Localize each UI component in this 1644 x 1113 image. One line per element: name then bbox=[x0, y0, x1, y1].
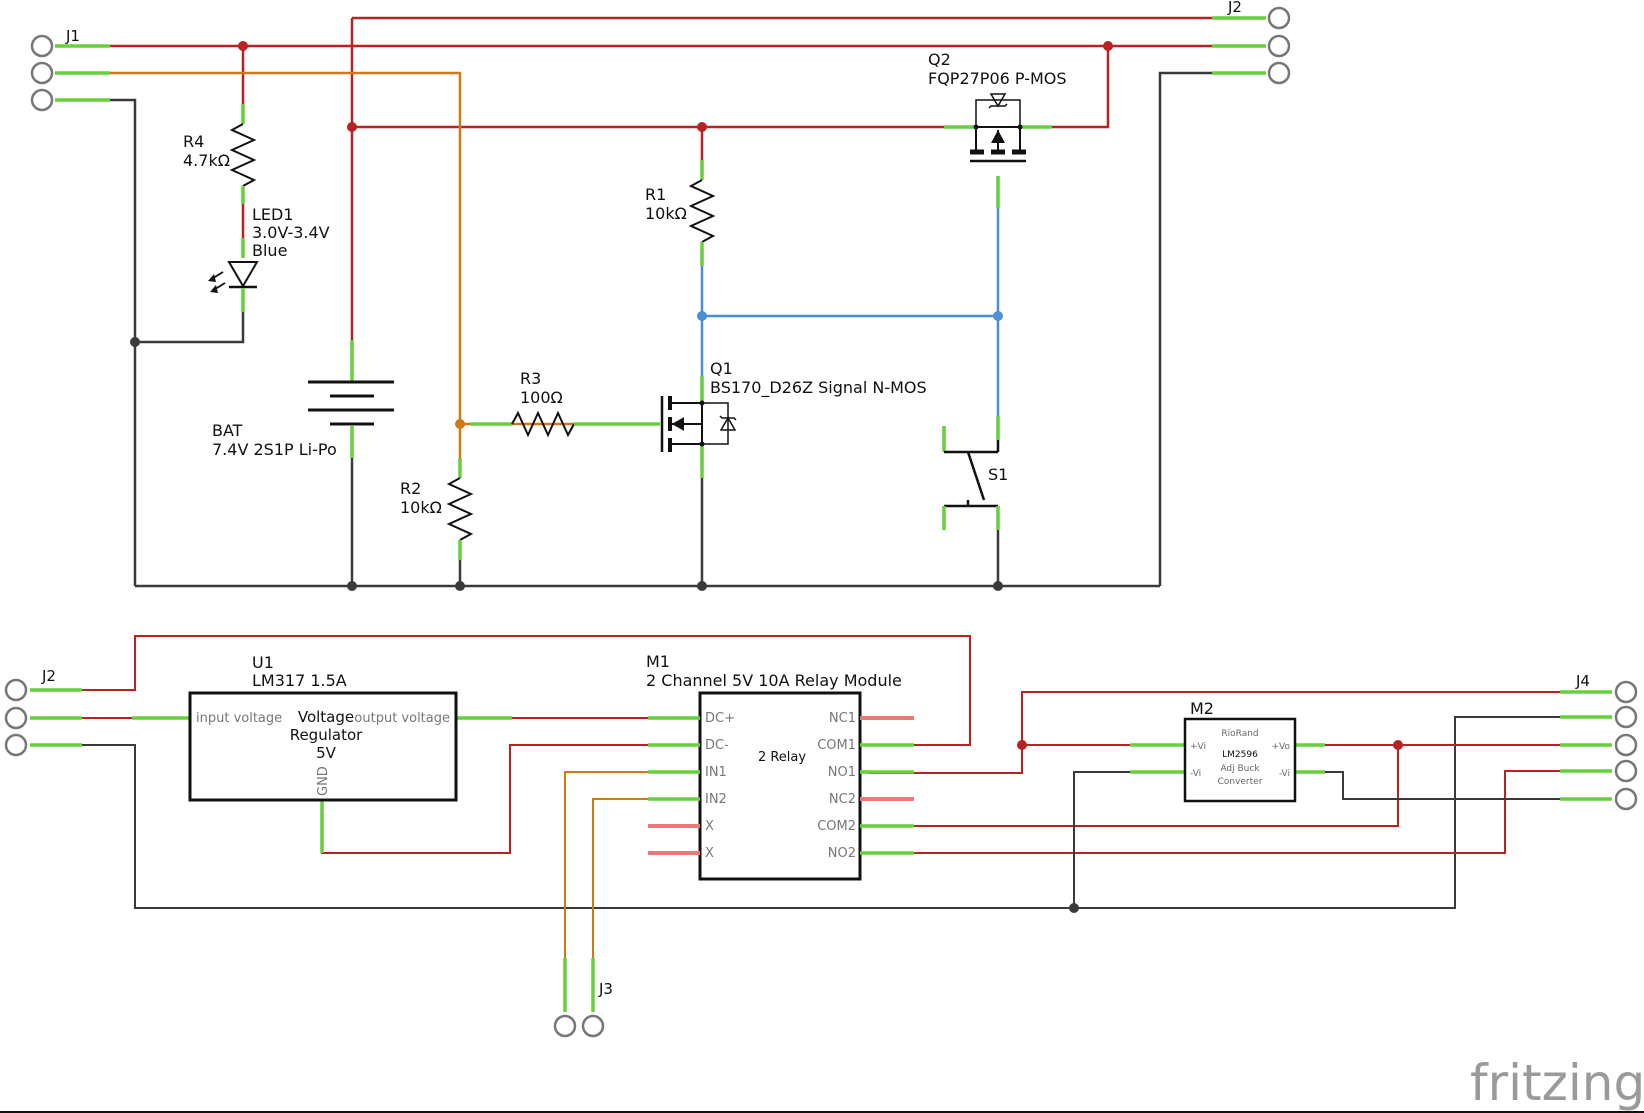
m2-body-1: RioRand bbox=[1221, 729, 1258, 739]
r2-name: R2 bbox=[400, 479, 421, 498]
regulator-u1[interactable]: input voltage output voltage GND Voltage… bbox=[132, 653, 512, 853]
wire-j2-ground bbox=[1158, 71, 1250, 586]
r1-name: R1 bbox=[645, 185, 666, 204]
resistor-r2[interactable]: R2 10kΩ bbox=[400, 458, 474, 560]
wire-relay-no1 bbox=[868, 691, 1600, 774]
led-led1[interactable]: LED1 3.0V-3.4V Blue bbox=[208, 205, 330, 312]
m1-body: 2 Relay bbox=[758, 750, 806, 765]
connector-j2-bottom[interactable]: J2 bbox=[4, 667, 82, 757]
u1-body-2: Regulator bbox=[290, 726, 363, 744]
m1-pin-dcplus: DC+ bbox=[705, 711, 735, 726]
s1-name: S1 bbox=[988, 465, 1008, 484]
m2-pin-vi-plus: +Vi bbox=[1190, 742, 1206, 752]
m1-pin-nc2: NC2 bbox=[829, 792, 856, 807]
m1-pin-com1: COM1 bbox=[817, 738, 856, 753]
m2-body-4: Converter bbox=[1218, 777, 1263, 787]
m1-pin-com2: COM2 bbox=[817, 819, 856, 834]
wires-top bbox=[58, 16, 1250, 588]
q1-spec: BS170_D26Z Signal N-MOS bbox=[710, 378, 927, 398]
resistor-r1[interactable]: R1 10kΩ bbox=[645, 160, 716, 266]
u1-body-1: Voltage bbox=[298, 708, 354, 726]
m1-pin-no1: NO1 bbox=[828, 765, 856, 780]
wire-j1-ground bbox=[58, 98, 137, 586]
q1-name: Q1 bbox=[710, 359, 733, 378]
mosfet-q1[interactable]: Q1 BS170_D26Z Signal N-MOS bbox=[660, 359, 927, 478]
junctions-top bbox=[130, 41, 1113, 591]
fritzing-watermark: fritzing bbox=[1470, 1054, 1644, 1112]
m1-pin-x1: X bbox=[705, 819, 714, 834]
u1-name: U1 bbox=[252, 653, 274, 672]
wire-no2 bbox=[868, 770, 1560, 854]
resistor-r3[interactable]: R3 100Ω bbox=[470, 369, 660, 438]
u1-body-3: 5V bbox=[316, 744, 337, 762]
connector-j1[interactable]: J1 bbox=[30, 27, 110, 112]
u1-pin-gnd: GND bbox=[316, 766, 331, 796]
battery-bat[interactable]: BAT 7.4V 2S1P Li-Po bbox=[212, 340, 394, 459]
u1-pin-input: input voltage bbox=[196, 711, 282, 726]
r1-value: 10kΩ bbox=[645, 204, 687, 223]
r4-value: 4.7kΩ bbox=[183, 151, 230, 170]
m1-left-pins bbox=[648, 716, 700, 855]
u1-spec: LM317 1.5A bbox=[252, 671, 347, 690]
m2-pin-vo-plus: +Vo bbox=[1271, 742, 1290, 752]
m2-name: M2 bbox=[1190, 699, 1214, 718]
u1-pin-output: output voltage bbox=[354, 711, 450, 726]
m2-pin-vi-minus: -Vi bbox=[1190, 769, 1201, 779]
m2-pin-vo-minus: -Vi bbox=[1279, 769, 1290, 779]
wire-q2-drain bbox=[1046, 46, 1110, 129]
junctions-bottom bbox=[1017, 740, 1403, 913]
bat-name: BAT bbox=[212, 421, 243, 440]
buck-converter-m2[interactable]: +Vi -Vi +Vo -Vi RioRand LM2596 Adj Buck … bbox=[1130, 699, 1325, 803]
j3-label: J3 bbox=[598, 980, 613, 998]
j4-label: J4 bbox=[1575, 672, 1590, 690]
m1-spec: 2 Channel 5V 10A Relay Module bbox=[646, 671, 902, 690]
m1-pin-in1: IN1 bbox=[705, 765, 727, 780]
wire-j2-ground-bottom bbox=[60, 716, 1560, 909]
wire-in2 bbox=[592, 798, 700, 960]
connector-j4[interactable]: J4 bbox=[1560, 672, 1638, 811]
m1-pin-dcminus: DC- bbox=[705, 738, 729, 753]
q2-spec: FQP27P06 P-MOS bbox=[928, 69, 1067, 88]
m1-name: M1 bbox=[646, 652, 670, 671]
m1-right-pins bbox=[860, 716, 914, 855]
switch-s1[interactable]: S1 bbox=[942, 416, 1008, 530]
r3-name: R3 bbox=[520, 369, 541, 388]
relay-module-m1[interactable]: DC+ DC- IN1 IN2 X X NC1 COM1 NO1 NC2 COM… bbox=[646, 652, 914, 881]
connector-j2-top[interactable]: J2 bbox=[1212, 0, 1291, 85]
q2-name: Q2 bbox=[928, 50, 951, 69]
r4-name: R4 bbox=[183, 132, 204, 151]
wire-j2-to-relay-no bbox=[60, 635, 971, 746]
j1-label: J1 bbox=[65, 27, 80, 45]
m2-body-2: LM2596 bbox=[1222, 750, 1258, 760]
m2-body-3: Adj Buck bbox=[1220, 764, 1260, 774]
j2-top-label: J2 bbox=[1227, 0, 1242, 16]
wire-m2-vi-minus bbox=[1073, 771, 1170, 908]
wire-j1-signal bbox=[58, 71, 462, 424]
bat-spec: 7.4V 2S1P Li-Po bbox=[212, 440, 337, 459]
j2-bottom-label: J2 bbox=[41, 667, 56, 685]
wire-com2 bbox=[868, 745, 1399, 827]
connector-j3[interactable]: J3 bbox=[553, 958, 613, 1038]
resistor-r4[interactable]: R4 4.7kΩ bbox=[183, 104, 257, 204]
r3-value: 100Ω bbox=[520, 388, 563, 407]
wire-m2-vo-minus bbox=[1310, 771, 1560, 800]
m1-pin-x2: X bbox=[705, 846, 714, 861]
m1-pin-no2: NO2 bbox=[828, 846, 856, 861]
r2-value: 10kΩ bbox=[400, 498, 442, 517]
mosfet-q2[interactable]: Q2 FQP27P06 P-MOS bbox=[928, 50, 1067, 208]
led1-spec: 3.0V-3.4V bbox=[252, 223, 330, 242]
wire-led-ground bbox=[135, 296, 245, 344]
m1-pin-nc1: NC1 bbox=[829, 711, 856, 726]
led1-color: Blue bbox=[252, 241, 287, 260]
m1-pin-in2: IN2 bbox=[705, 792, 727, 807]
led1-name: LED1 bbox=[252, 205, 294, 224]
